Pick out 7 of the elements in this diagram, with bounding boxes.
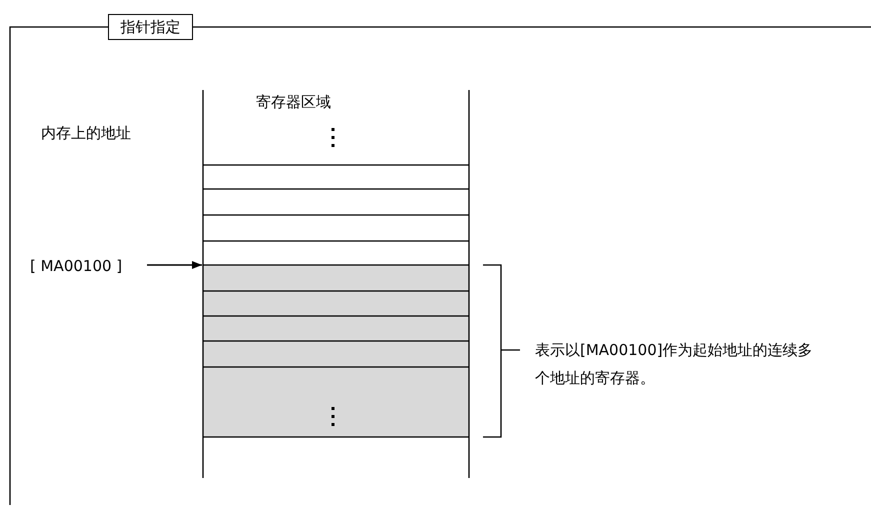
- title-tab: 指针指定: [108, 14, 193, 40]
- axis-label: 内存上的地址: [41, 123, 131, 143]
- column-heading: 寄存器区域: [256, 92, 331, 112]
- note-text: 表示以[MA00100]作为起始地址的连续多个地址的寄存器。: [535, 340, 814, 389]
- address-label: [ MA00100 ]: [30, 256, 122, 276]
- arrow: [147, 261, 202, 269]
- register-block: [203, 265, 469, 437]
